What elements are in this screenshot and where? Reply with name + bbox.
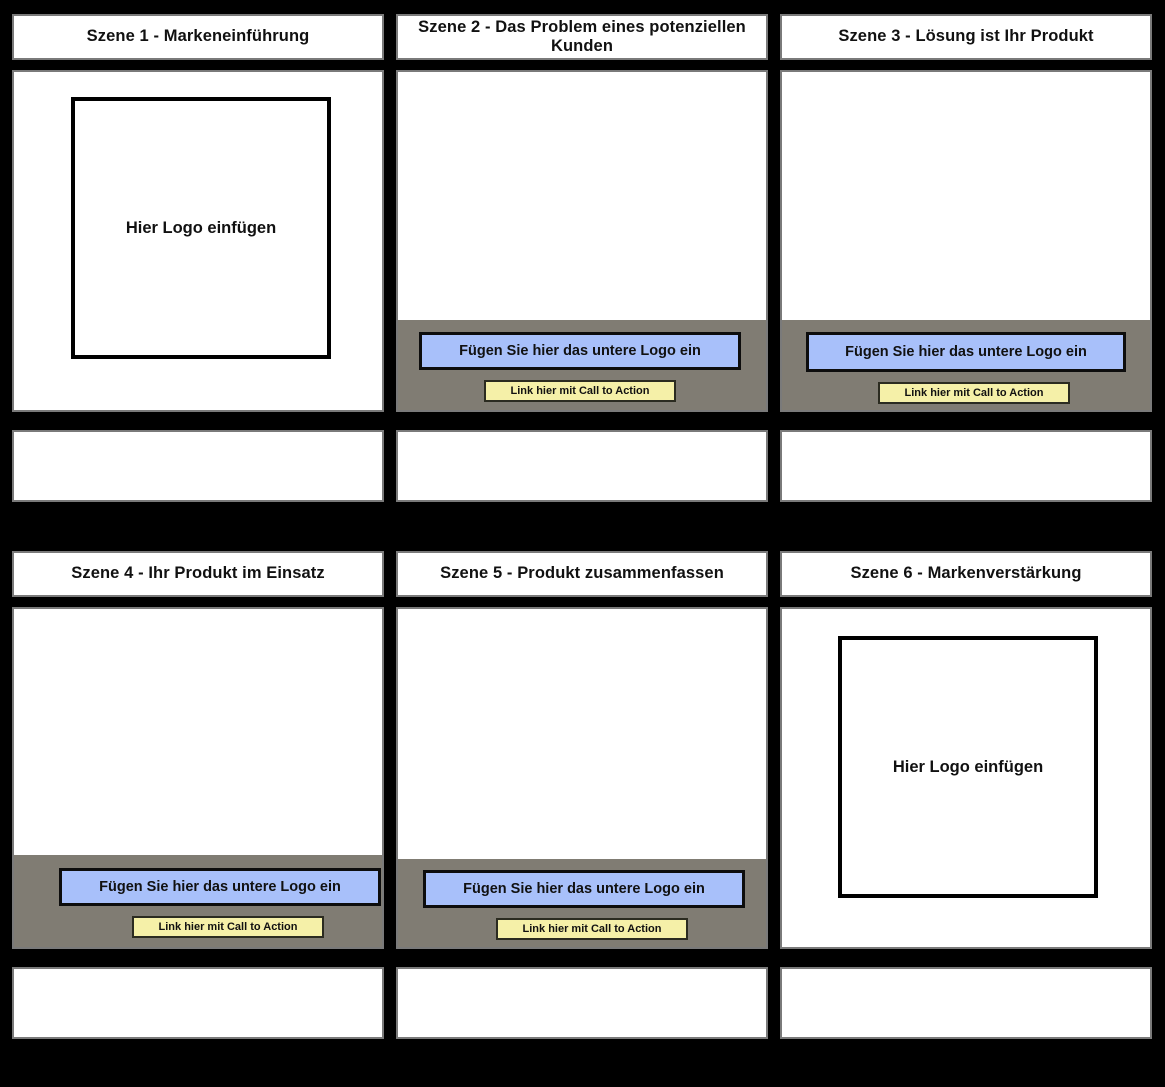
bottom-logo-button-3[interactable]: Fügen Sie hier das untere Logo ein — [806, 332, 1126, 372]
scene-caption-6[interactable] — [780, 967, 1152, 1039]
scene-bottom-bar-3: Fügen Sie hier das untere Logo ein Link … — [782, 320, 1150, 410]
scene-title-6: Szene 6 - Markenverstärkung — [780, 551, 1152, 597]
cta-button-3[interactable]: Link hier mit Call to Action — [878, 382, 1070, 404]
scene-canvas-5[interactable]: Fügen Sie hier das untere Logo ein Link … — [396, 607, 768, 949]
scene-caption-2[interactable] — [396, 430, 768, 502]
scene-bottom-bar-5: Fügen Sie hier das untere Logo ein Link … — [398, 859, 766, 947]
cta-button-2[interactable]: Link hier mit Call to Action — [484, 380, 676, 402]
scene-canvas-3[interactable]: Fügen Sie hier das untere Logo ein Link … — [780, 70, 1152, 412]
bottom-logo-button-5[interactable]: Fügen Sie hier das untere Logo ein — [423, 870, 745, 908]
bottom-logo-button-2[interactable]: Fügen Sie hier das untere Logo ein — [419, 332, 741, 370]
logo-placeholder-label-6: Hier Logo einfügen — [892, 757, 1044, 776]
logo-placeholder-label-1: Hier Logo einfügen — [125, 218, 277, 237]
scene-caption-3[interactable] — [780, 430, 1152, 502]
bottom-logo-button-label-3: Fügen Sie hier das untere Logo ein — [845, 344, 1087, 360]
bottom-logo-button-label-4: Fügen Sie hier das untere Logo ein — [99, 879, 341, 895]
cta-button-label-2: Link hier mit Call to Action — [510, 385, 650, 397]
scene-title-5: Szene 5 - Produkt zusammenfassen — [396, 551, 768, 597]
bottom-logo-button-label-2: Fügen Sie hier das untere Logo ein — [459, 343, 701, 359]
scene-caption-4[interactable] — [12, 967, 384, 1039]
scene-caption-1[interactable] — [12, 430, 384, 502]
scene-canvas-6[interactable]: Hier Logo einfügen — [780, 607, 1152, 949]
scene-title-1: Szene 1 - Markeneinführung — [12, 14, 384, 60]
cta-button-label-3: Link hier mit Call to Action — [904, 387, 1044, 399]
cta-button-label-5: Link hier mit Call to Action — [522, 923, 662, 935]
bottom-logo-button-4[interactable]: Fügen Sie hier das untere Logo ein — [59, 868, 381, 906]
scene-title-2: Szene 2 - Das Problem eines potenziellen… — [396, 14, 768, 60]
scene-canvas-2[interactable]: Fügen Sie hier das untere Logo ein Link … — [396, 70, 768, 412]
cta-button-5[interactable]: Link hier mit Call to Action — [496, 918, 688, 940]
cta-button-4[interactable]: Link hier mit Call to Action — [132, 916, 324, 938]
scene-canvas-1[interactable]: Hier Logo einfügen — [12, 70, 384, 412]
scene-title-4: Szene 4 - Ihr Produkt im Einsatz — [12, 551, 384, 597]
scene-canvas-4[interactable]: Fügen Sie hier das untere Logo ein Link … — [12, 607, 384, 949]
scene-caption-5[interactable] — [396, 967, 768, 1039]
cta-button-label-4: Link hier mit Call to Action — [158, 921, 298, 933]
scene-title-3: Szene 3 - Lösung ist Ihr Produkt — [780, 14, 1152, 60]
scene-bottom-bar-4: Fügen Sie hier das untere Logo ein Link … — [14, 855, 382, 947]
logo-placeholder-1[interactable]: Hier Logo einfügen — [71, 97, 331, 359]
bottom-logo-button-label-5: Fügen Sie hier das untere Logo ein — [463, 881, 705, 897]
scene-bottom-bar-2: Fügen Sie hier das untere Logo ein Link … — [398, 320, 766, 410]
logo-placeholder-6[interactable]: Hier Logo einfügen — [838, 636, 1098, 898]
